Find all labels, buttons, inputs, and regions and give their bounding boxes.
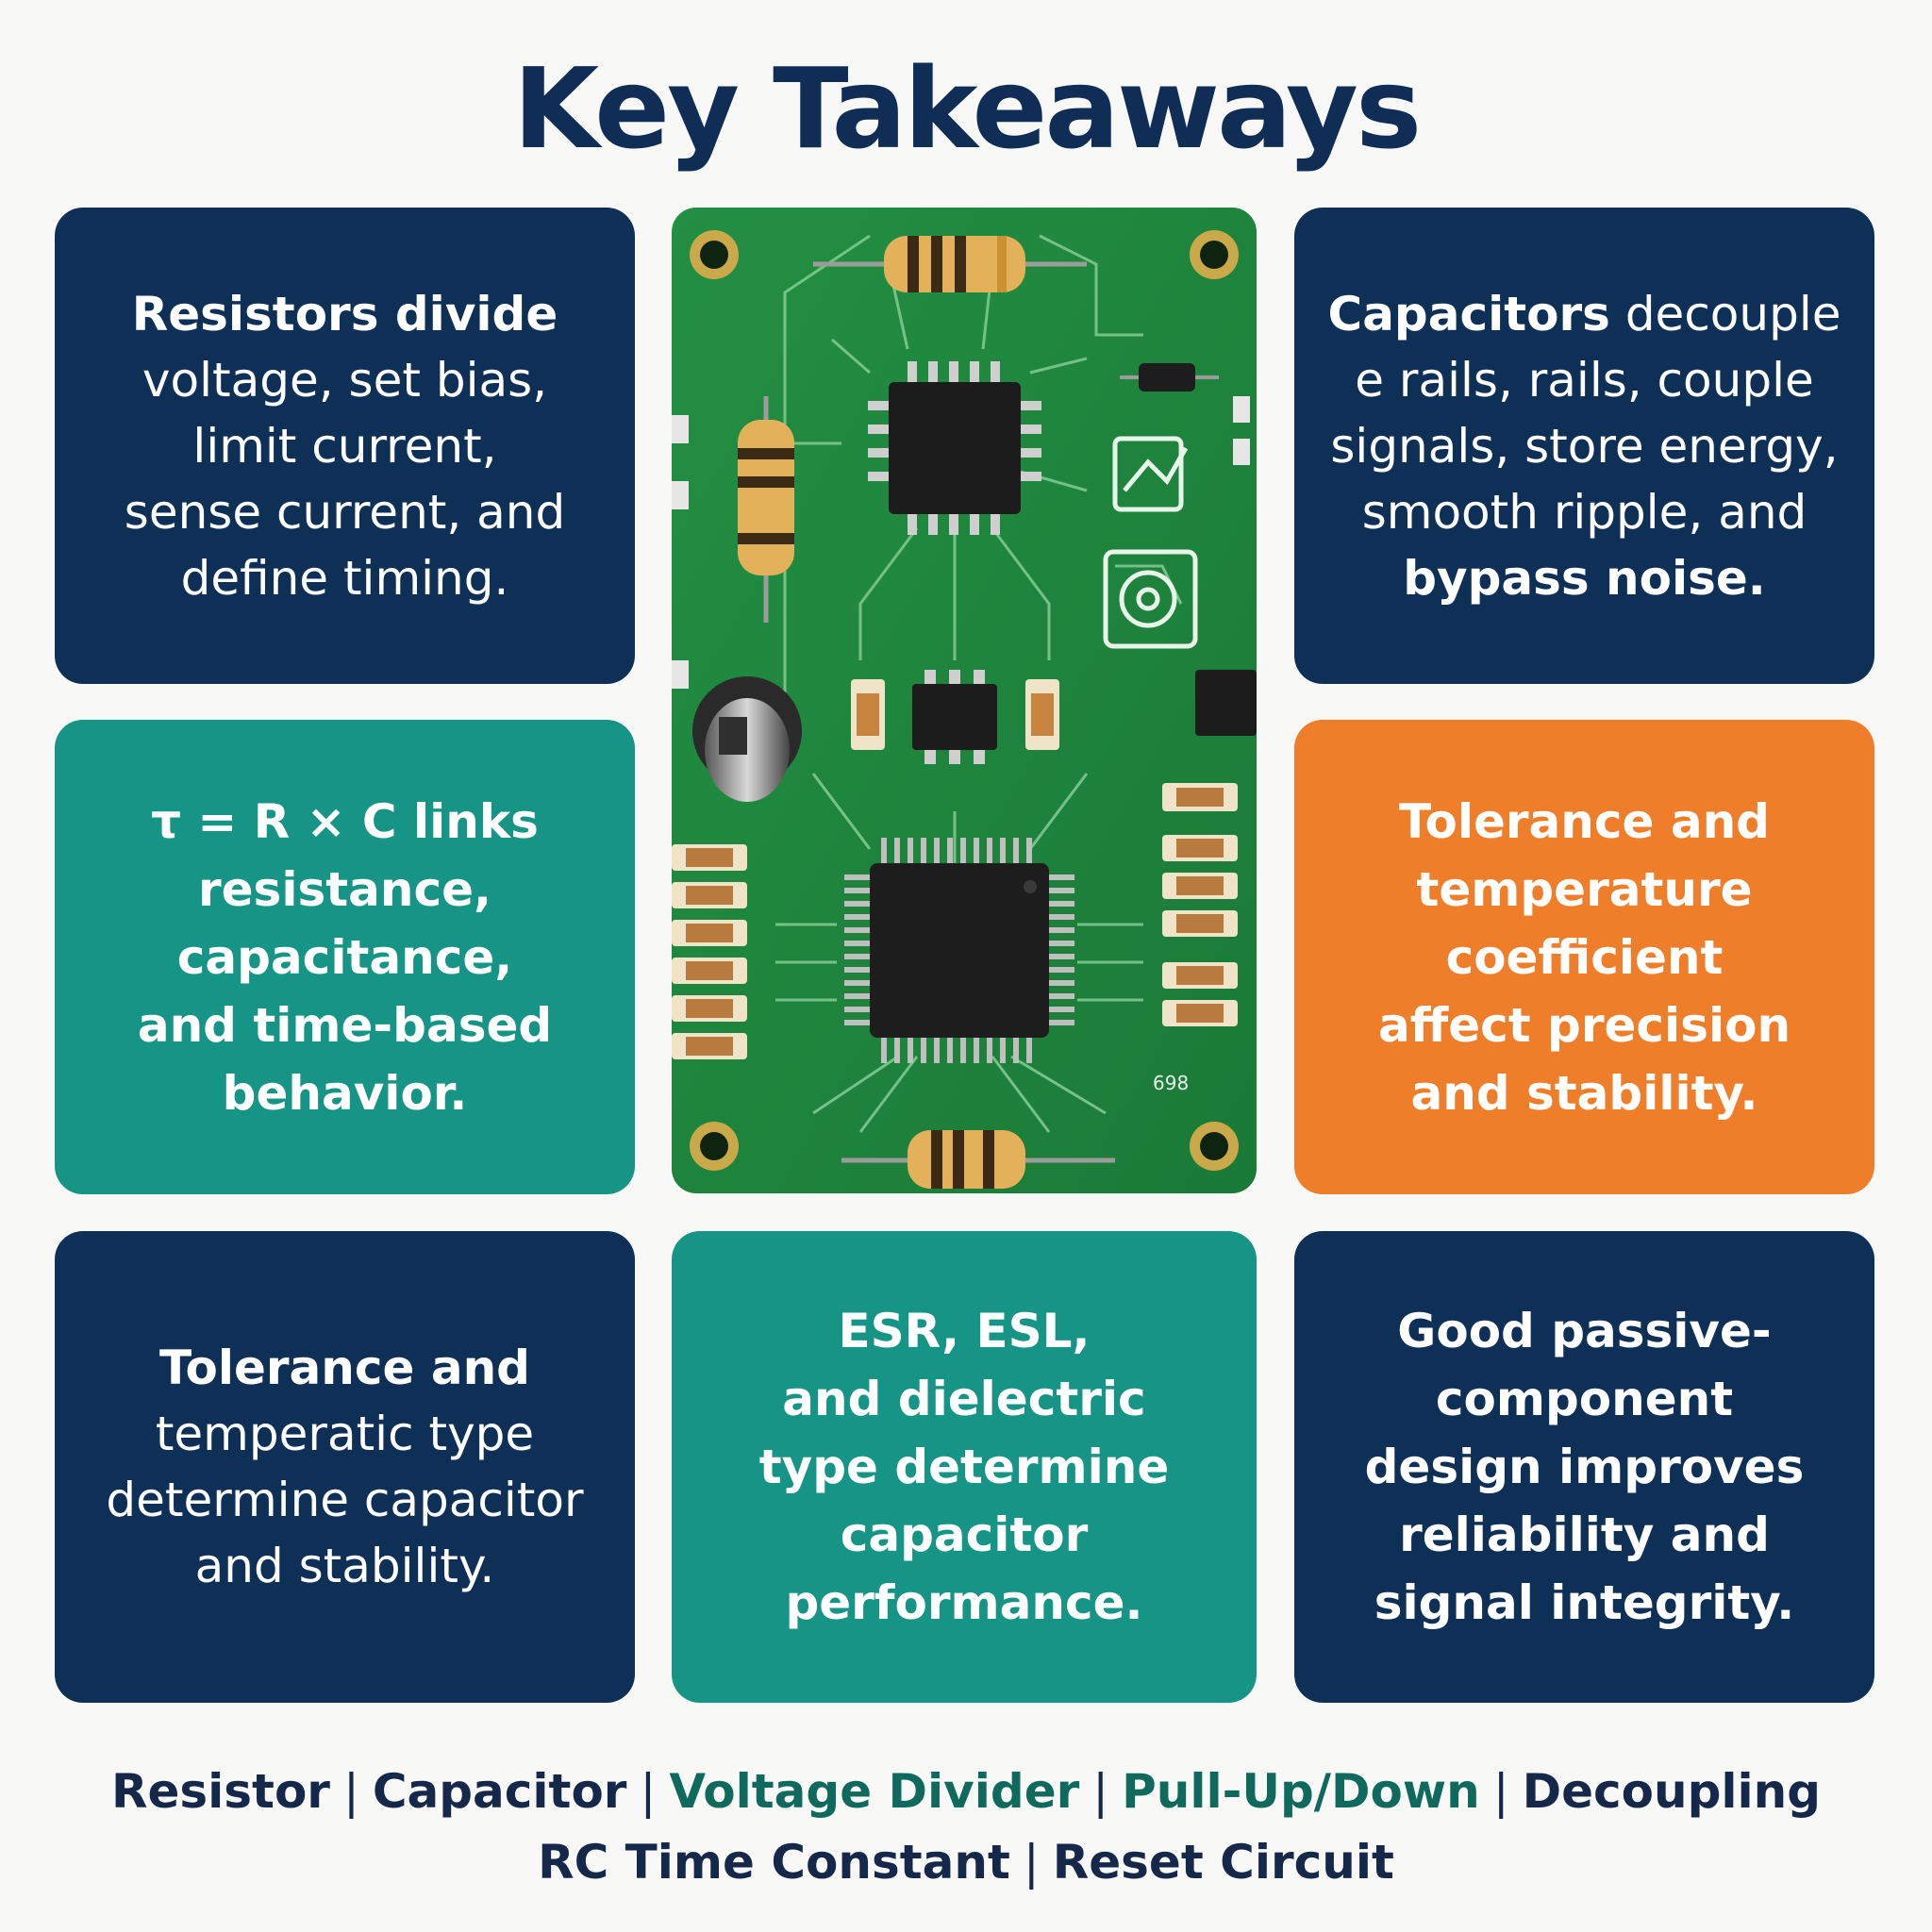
card-capacitors: Capacitors decouple e rails, rails, coup… [1294, 208, 1874, 684]
card-resistors: Resistors divide voltage, set bias, limi… [55, 208, 635, 684]
keyword-decoupling: Decoupling [1522, 1764, 1822, 1819]
card-resistors-line: limit current, [192, 418, 497, 474]
card-resistors-lead: Resistors divide [131, 286, 558, 341]
card-rc-line: behavior. [222, 1065, 468, 1121]
keyword-separator: | [640, 1764, 657, 1819]
card-rc-line: and time-based [137, 997, 553, 1053]
keyword-reset-circuit: Reset Circuit [1052, 1835, 1394, 1890]
card-tolerance-temperature: Tolerance and temperature coefficient af… [1294, 720, 1874, 1194]
keyword-pull-up-down: Pull-Up/Down [1122, 1764, 1480, 1819]
card-tolerance-line: temperature [1416, 861, 1753, 917]
keyword-resistor: Resistor [110, 1764, 330, 1819]
card-esr-line: performance. [785, 1575, 1143, 1630]
keyword-row-1: Resistor|Capacitor|Voltage Divider|Pull-… [0, 1764, 1932, 1830]
keyword-separator: | [342, 1764, 359, 1819]
card-tolerance-capacitor-line: determine capacitor [106, 1473, 584, 1527]
card-good-line: reliability and [1399, 1507, 1770, 1562]
pcb-image: 698 [672, 208, 1257, 1193]
card-rc-time-constant: τ = R × C links resistance, capacitance,… [55, 720, 635, 1194]
keyword-separator: | [1092, 1764, 1109, 1819]
card-capacitors-first-line: Capacitors decouple [1328, 281, 1841, 347]
keyword-voltage-divider: Voltage Divider [669, 1764, 1080, 1819]
card-capacitors-line: signals, store energy, [1330, 418, 1839, 474]
card-rc-line: resistance, [197, 861, 491, 917]
card-esr-line: type determine [758, 1440, 1170, 1494]
card-capacitors-line: e rails, rails, couple [1355, 352, 1814, 408]
card-esr-line: capacitor [840, 1507, 1089, 1562]
card-good-line: Good passive- [1397, 1304, 1772, 1358]
card-esr-line: ESR, ESL, [838, 1304, 1091, 1358]
pcb-silkscreen-label: 698 [1153, 1072, 1189, 1094]
keyword-rc-time-constant: RC Time Constant [538, 1835, 1010, 1890]
card-good-line: design improves [1364, 1440, 1805, 1494]
card-resistors-line: sense current, and [124, 484, 566, 540]
card-tolerance-capacitor: Tolerance and temperatic type determine … [55, 1231, 635, 1703]
card-tolerance-capacitor-lead: Tolerance and [159, 1341, 530, 1395]
card-good-design: Good passive- component design improves … [1294, 1231, 1874, 1703]
card-good-line: signal integrity. [1374, 1575, 1795, 1630]
card-good-line: component [1435, 1372, 1734, 1426]
page-title: Key Takeaways [512, 43, 1422, 174]
card-capacitors-last: bypass noise. [1403, 550, 1766, 606]
keyword-capacitor: Capacitor [372, 1764, 627, 1819]
card-tolerance-capacitor-line: temperatic type [155, 1407, 535, 1461]
card-capacitors-lead-rest: decouple [1609, 286, 1841, 341]
card-resistors-line: voltage, set bias, [142, 352, 548, 408]
card-capacitors-lead: Capacitors [1327, 286, 1610, 341]
card-tolerance-capacitor-line: and stability. [194, 1539, 495, 1593]
card-rc-line: capacitance, [176, 929, 513, 985]
card-tolerance-line: Tolerance and [1399, 793, 1770, 849]
card-tolerance-line: affect precision [1377, 997, 1791, 1053]
keyword-separator: | [1492, 1764, 1509, 1819]
card-esr-line: and dielectric [782, 1372, 1146, 1426]
card-resistors-line: define timing. [180, 550, 509, 606]
keyword-separator: | [1023, 1835, 1040, 1890]
card-tolerance-line: and stability. [1410, 1065, 1758, 1121]
keyword-row-2: RC Time Constant|Reset Circuit [0, 1835, 1932, 1901]
card-rc-line: τ = R × C links [151, 793, 539, 849]
card-tolerance-line: coefficient [1445, 929, 1724, 985]
card-esr-esl: ESR, ESL, and dielectric type determine … [672, 1231, 1257, 1703]
card-capacitors-line: smooth ripple, and [1361, 484, 1807, 540]
pcb-illustration: 698 [672, 208, 1257, 1193]
